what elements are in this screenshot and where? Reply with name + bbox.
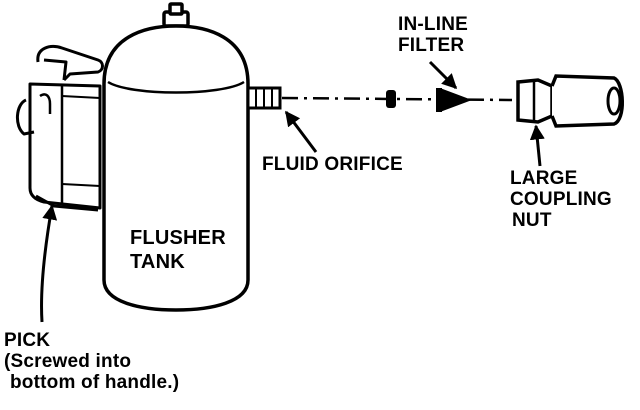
label-large-coupling-nut: LARGE COUPLING NUT (510, 168, 612, 231)
arrow-inline-filter (428, 60, 458, 90)
label-fluid-orifice: FLUID ORIFICE (262, 154, 403, 175)
label-large-coupling-nut-line2: COUPLING (510, 189, 612, 210)
inline-filter-part (436, 88, 472, 112)
flusher-tank-body (102, 2, 250, 312)
assembly-centerline (281, 96, 513, 102)
arrow-pick (39, 204, 58, 323)
label-large-coupling-nut-line1: LARGE (510, 168, 578, 189)
label-flusher-tank-line2: TANK (130, 251, 185, 273)
label-pick-line2: (Screwed into (4, 351, 132, 372)
arrow-large-coupling-nut (529, 124, 545, 167)
fluid-orifice-washer (386, 90, 396, 108)
label-inline-filter-line1: IN-LINE (398, 14, 469, 35)
label-inline-filter-line2: FILTER (398, 35, 465, 56)
leader-arrows (39, 60, 545, 323)
label-flusher-tank-line1: FLUSHER (130, 227, 226, 249)
label-inline-filter: IN-LINE FILTER (398, 14, 468, 56)
label-flusher-tank: FLUSHER TANK (130, 226, 226, 274)
label-large-coupling-nut-line3: NUT (512, 210, 552, 231)
fluid-orifice-fitting (246, 86, 282, 110)
label-pick-line3: bottom of handle.) (10, 372, 180, 393)
label-pick: PICK (Screwed into bottom of handle.) (4, 330, 179, 393)
large-coupling-nut-part (516, 74, 624, 128)
label-pick-line1: PICK (4, 330, 51, 351)
tank-handle (16, 45, 104, 212)
arrow-fluid-orifice (284, 110, 318, 153)
